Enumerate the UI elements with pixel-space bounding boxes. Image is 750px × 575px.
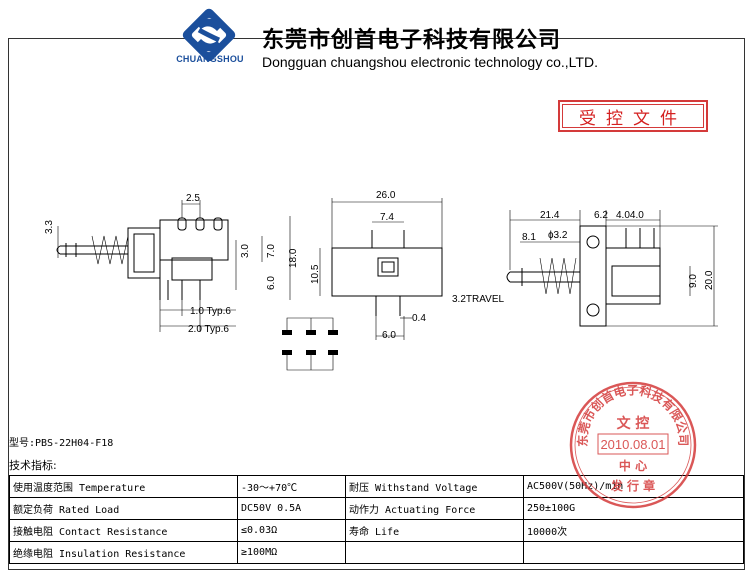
stamp-line1: 文 控 [617,415,650,432]
right-view-dims: 21.4 6.2 4.04.0 8.1 ɸ3.2 9.0 20.0 [522,210,715,290]
dim-18-0: 18.0 [288,248,299,268]
logo-text: CHUANGSHOU [176,54,244,64]
side-view-left [56,200,291,332]
spec-table: 使用温度范围 Temperature -30～+70℃ 耐压 Withstand… [9,475,744,564]
table-row: 额定负荷 Rated Load DC50V 0.5A 动作力 Actuating… [9,497,744,520]
tech-spec-label: 技术指标: [9,459,57,472]
spec-cell: 使用温度范围 Temperature [9,475,238,498]
dim-travel: 3.2TRAVEL [452,294,504,305]
spec-cell: DC50V 0.5A [237,497,346,520]
spec-cell: 寿命 Life [345,519,524,542]
company-seal-stamp: 东莞市创首电子科技有限公司 文 控 2010.08.01 中 心 发 行 章 [569,381,697,509]
dim-2-5: 2.5 [186,193,200,204]
dim-phi3-2: ɸ3.2 [548,230,568,241]
spec-cell [523,541,744,564]
spec-cell: 额定负荷 Rated Load [9,497,238,520]
dim-7-4: 7.4 [380,212,394,223]
controlled-box-inner-border [562,104,704,128]
spec-cell: 绝缘电阻 Insulation Resistance [9,541,238,564]
spec-cell: 动作力 Actuating Force [345,497,524,520]
front-view [319,198,443,340]
dim-1-0-typ6: 1.0 Typ.6 [190,306,231,317]
spec-cell: 耐压 Withstand Voltage [345,475,524,498]
side-view-dims: 2.5 3.3 3.0 7.0 18.0 6.0 1.0 Typ.6 2.0 T… [44,193,299,335]
dim-6-2: 6.2 [594,210,608,221]
dim-2-0-typ6: 2.0 Typ.6 [188,324,229,335]
table-row: 绝缘电阻 Insulation Resistance ≥100MΩ [9,541,744,564]
controlled-document-label: 受控文件 [579,108,687,129]
dim-6-0a: 6.0 [266,276,277,290]
dim-4-04-0: 4.04.0 [616,210,644,221]
dim-3-3: 3.3 [44,220,55,234]
stamp-date: 2010.08.01 [600,437,665,452]
table-row: 使用温度范围 Temperature -30～+70℃ 耐压 Withstand… [9,475,744,498]
dim-7-0: 7.0 [266,244,277,258]
dim-21-4: 21.4 [540,210,560,221]
dim-26-0: 26.0 [376,190,396,201]
spec-cell: 10000次 [523,519,744,542]
dim-8-1: 8.1 [522,232,536,243]
stamp-line3: 中 心 [619,458,647,473]
spec-cell: 接触电阻 Contact Resistance [9,519,238,542]
spec-cell [345,541,524,564]
spec-cell: ≤0.03Ω [237,519,346,542]
dim-9-0: 9.0 [688,274,699,288]
dim-3-0: 3.0 [240,244,251,258]
side-view-right [506,210,718,327]
circuit-diagram [282,317,338,371]
table-row: 接触电阻 Contact Resistance ≤0.03Ω 寿命 Life 1… [9,519,744,542]
dim-10-5: 10.5 [310,264,321,284]
front-view-dims: 26.0 7.4 10.5 0.4 6.0 3.2TRAVEL [310,190,504,341]
dim-0-4: 0.4 [412,313,426,324]
dim-20-0: 20.0 [704,270,715,290]
drawing-frame [8,38,745,570]
model-number: 型号:PBS-22H04-F18 [9,438,114,449]
spec-cell: ≥100MΩ [237,541,346,564]
company-name-cn: 东莞市创首电子科技有限公司 [262,28,562,53]
dim-6-0b: 6.0 [382,330,396,341]
chuangshou-logo-icon [182,8,236,62]
stamp-bottom: 发 行 章 [610,478,655,493]
controlled-document-box: 受控文件 [558,100,708,132]
spec-cell: -30～+70℃ [237,475,346,498]
company-name-en: Dongguan chuangshou electronic technolog… [262,54,598,70]
